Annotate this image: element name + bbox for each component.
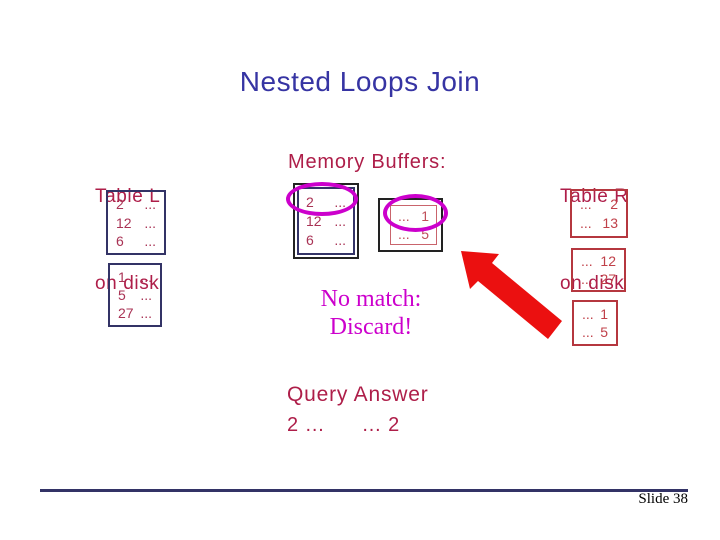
cell-value: 1 <box>600 306 608 322</box>
cell-dots: ... <box>334 194 346 210</box>
cell-value: 2 <box>610 196 618 212</box>
footer-divider <box>40 489 688 492</box>
table-row: ... 27 <box>573 271 624 287</box>
table-row: 12 ... <box>108 215 164 231</box>
table-row: 2 ... <box>108 196 164 212</box>
cell-value: 5 <box>118 287 126 303</box>
cell-value: 27 <box>600 270 616 287</box>
cell-dots: ... <box>581 253 593 270</box>
cell-value: 12 <box>600 253 616 270</box>
cell-dots: ... <box>144 232 156 249</box>
cell-value: 5 <box>600 324 608 340</box>
cell-dots: ... <box>334 232 346 248</box>
query-answer-value: 2 … … 2 <box>287 414 400 436</box>
cell-dots: ... <box>398 208 410 225</box>
table-row: 1 ... <box>110 269 160 285</box>
memory-buffer-probe-page: ... 1 ... 5 <box>390 205 437 245</box>
cell-dots: ... <box>582 306 594 322</box>
memory-buffer-input-frame: 2 ... 12 ... 6 ... <box>293 183 359 259</box>
cell-value: 6 <box>116 232 124 249</box>
no-match-line2: Discard! <box>329 314 413 340</box>
table-l-page-2: 1 ... 5 ... 27 ... <box>108 263 162 327</box>
cell-dots: ... <box>144 214 156 231</box>
cell-value: 12 <box>116 214 132 231</box>
table-row: ... 13 <box>572 215 626 231</box>
cell-dots: ... <box>582 324 594 340</box>
cell-value: 1 <box>118 269 126 285</box>
cell-value: 13 <box>602 215 618 231</box>
cell-dots: ... <box>144 196 156 213</box>
table-row: 27 ... <box>110 305 160 321</box>
memory-buffers-label: Memory Buffers: <box>288 151 447 173</box>
cell-value: 6 <box>306 232 314 248</box>
table-r-page-3: ... 1 ... 5 <box>572 300 618 346</box>
no-match-annotation: No match: Discard! <box>290 285 452 341</box>
table-r-page-2: ... 12 ... 27 <box>571 248 626 292</box>
cell-dots: ... <box>580 215 592 231</box>
cell-dots: ... <box>334 213 346 229</box>
cell-dots: ... <box>140 287 152 303</box>
cell-dots: ... <box>140 305 152 321</box>
no-match-line1: No match: <box>320 286 422 312</box>
cell-value: 1 <box>421 208 429 225</box>
buffer-row: ... 1 <box>391 208 436 224</box>
cell-dots: ... <box>580 196 592 212</box>
query-answer-label: Query Answer <box>287 383 429 406</box>
cell-value: 2 <box>306 194 314 210</box>
buffer-row: 2 ... <box>299 194 353 210</box>
cell-value: 2 <box>116 196 124 213</box>
table-row: ... 1 <box>574 306 616 322</box>
table-row: 5 ... <box>110 287 160 303</box>
table-row: ... 5 <box>574 324 616 340</box>
table-row: ... 12 <box>573 253 624 269</box>
cell-dots: ... <box>581 270 593 287</box>
memory-buffer-probe-frame: ... 1 ... 5 <box>378 198 443 252</box>
buffer-row: 6 ... <box>299 232 353 248</box>
cell-value: 12 <box>306 213 322 229</box>
buffer-row: 12 ... <box>299 213 353 229</box>
table-row: ... 2 <box>572 196 626 212</box>
cell-dots: ... <box>398 225 410 242</box>
buffer-row: ... 5 <box>391 226 436 242</box>
slide-title: Nested Loops Join <box>239 66 481 97</box>
cell-value: 27 <box>118 305 134 321</box>
slide-number: Slide 38 <box>638 491 688 507</box>
table-r-page-1: ... 2 ... 13 <box>570 189 628 238</box>
memory-buffer-input-page: 2 ... 12 ... 6 ... <box>297 187 355 255</box>
cell-value: 5 <box>421 225 429 242</box>
query-answer: Query Answer 2 … … 2 <box>287 383 429 437</box>
table-r-subtitle: on disk <box>560 273 625 294</box>
table-l-subtitle: on disk <box>95 273 160 294</box>
table-l-page-1: 2 ... 12 ... 6 ... <box>106 190 166 255</box>
table-row: 6 ... <box>108 233 164 249</box>
cell-dots: ... <box>140 269 152 285</box>
